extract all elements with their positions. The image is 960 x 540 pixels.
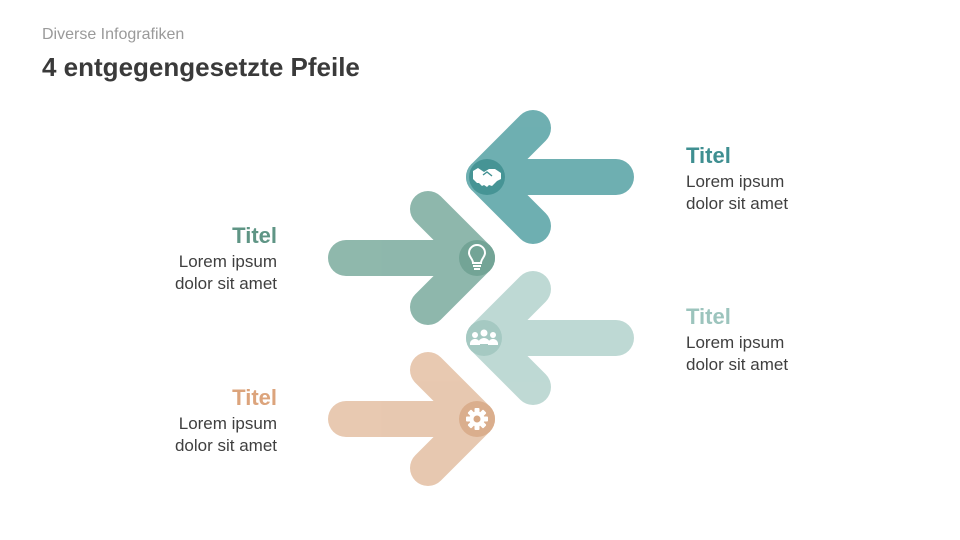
- label-2-line1: Lorem ipsum: [178, 252, 277, 271]
- label-1: Titel Lorem ipsum dolor sit amet: [686, 143, 886, 215]
- label-4: Titel Lorem ipsum dolor sit amet: [77, 385, 277, 457]
- label-3: Titel Lorem ipsum dolor sit amet: [686, 304, 886, 376]
- label-1-line2: dolor sit amet: [686, 194, 789, 213]
- slide-subtitle: Diverse Infografiken: [42, 26, 185, 43]
- gear-icon: [466, 408, 488, 430]
- icon-circle-2: [459, 240, 495, 276]
- label-1-title: Titel: [686, 143, 731, 168]
- arrow-4: [328, 352, 495, 486]
- lightbulb-icon: [467, 244, 487, 270]
- label-4-line1: Lorem ipsum: [178, 414, 277, 433]
- slide-title: 4 entgegengesetzte Pfeile: [42, 52, 360, 82]
- label-3-line2: dolor sit amet: [686, 355, 789, 374]
- label-2: Titel Lorem ipsum dolor sit amet: [77, 223, 277, 295]
- label-1-line1: Lorem ipsum: [686, 172, 785, 191]
- label-4-title: Titel: [232, 385, 277, 410]
- arrow-3: [466, 271, 634, 405]
- label-2-title: Titel: [232, 223, 277, 248]
- team-icon: [469, 329, 499, 345]
- arrow-2: [328, 191, 495, 325]
- label-3-title: Titel: [686, 304, 731, 329]
- label-4-line2: dolor sit amet: [174, 436, 277, 455]
- label-2-line2: dolor sit amet: [174, 274, 277, 293]
- handshake-icon: [473, 168, 501, 187]
- label-3-line1: Lorem ipsum: [686, 333, 785, 352]
